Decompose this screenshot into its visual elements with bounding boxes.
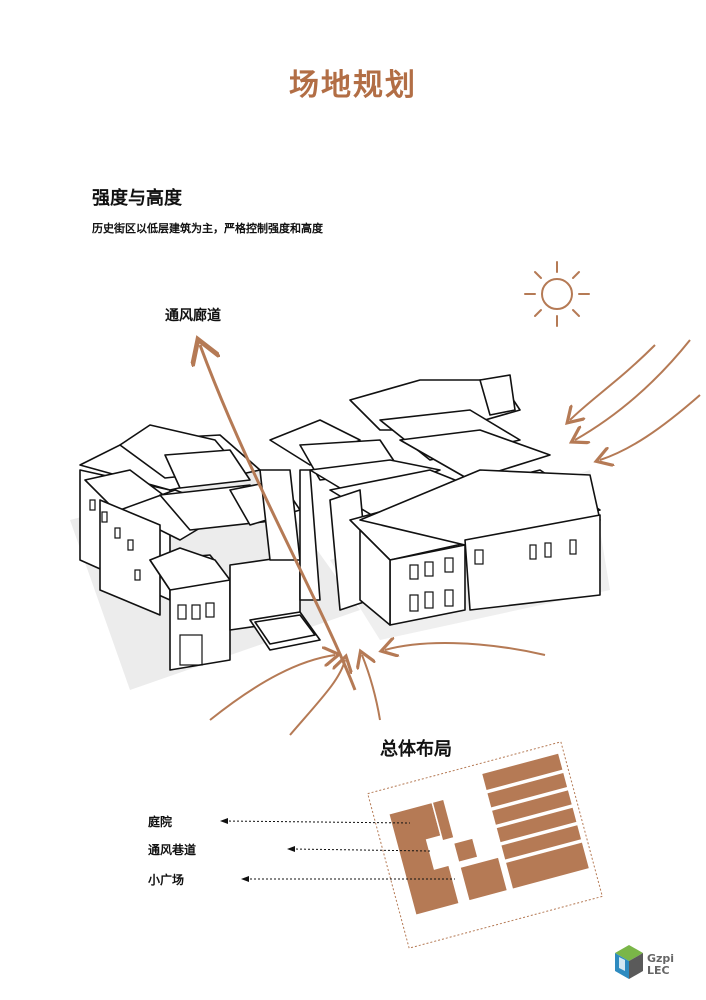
logo-line-1: Gzpi [647, 952, 675, 965]
legend-courtyard: 庭院 [148, 815, 173, 829]
site-plan [367, 741, 603, 949]
page-title: 场地规划 [289, 68, 417, 103]
intensity-description: 历史街区以低层建筑为主，严格控制强度和高度 [92, 222, 323, 235]
wind-arrow-7 [362, 655, 381, 721]
legend-leaders [224, 820, 455, 880]
wind-arrow-4 [385, 643, 546, 655]
right-building-windows [409, 539, 577, 612]
wind-arrow-1 [570, 344, 656, 420]
ventilation-corridor-label: 通风廊道 [165, 308, 221, 324]
intensity-title: 强度与高度 [92, 188, 182, 209]
legend-arrowheads [220, 818, 295, 882]
legend-ventilation-alley: 通风巷道 [148, 843, 197, 857]
wind-arrow-2 [575, 339, 691, 440]
legend-small-square: 小广场 [148, 873, 185, 887]
left-building-windows [89, 499, 215, 666]
logo-line-2: LEC [647, 964, 670, 977]
logo-cube-icon [615, 945, 643, 979]
wind-arrow-6 [289, 660, 345, 736]
right-building-cluster [269, 374, 601, 626]
logo-text: Gzpi LEC [647, 953, 674, 977]
wind-arrow-3 [600, 394, 701, 460]
layout-title: 总体布局 [380, 739, 452, 760]
sun-icon [524, 261, 590, 327]
wind-arrow-5 [209, 655, 335, 721]
left-building-cluster [79, 424, 321, 671]
